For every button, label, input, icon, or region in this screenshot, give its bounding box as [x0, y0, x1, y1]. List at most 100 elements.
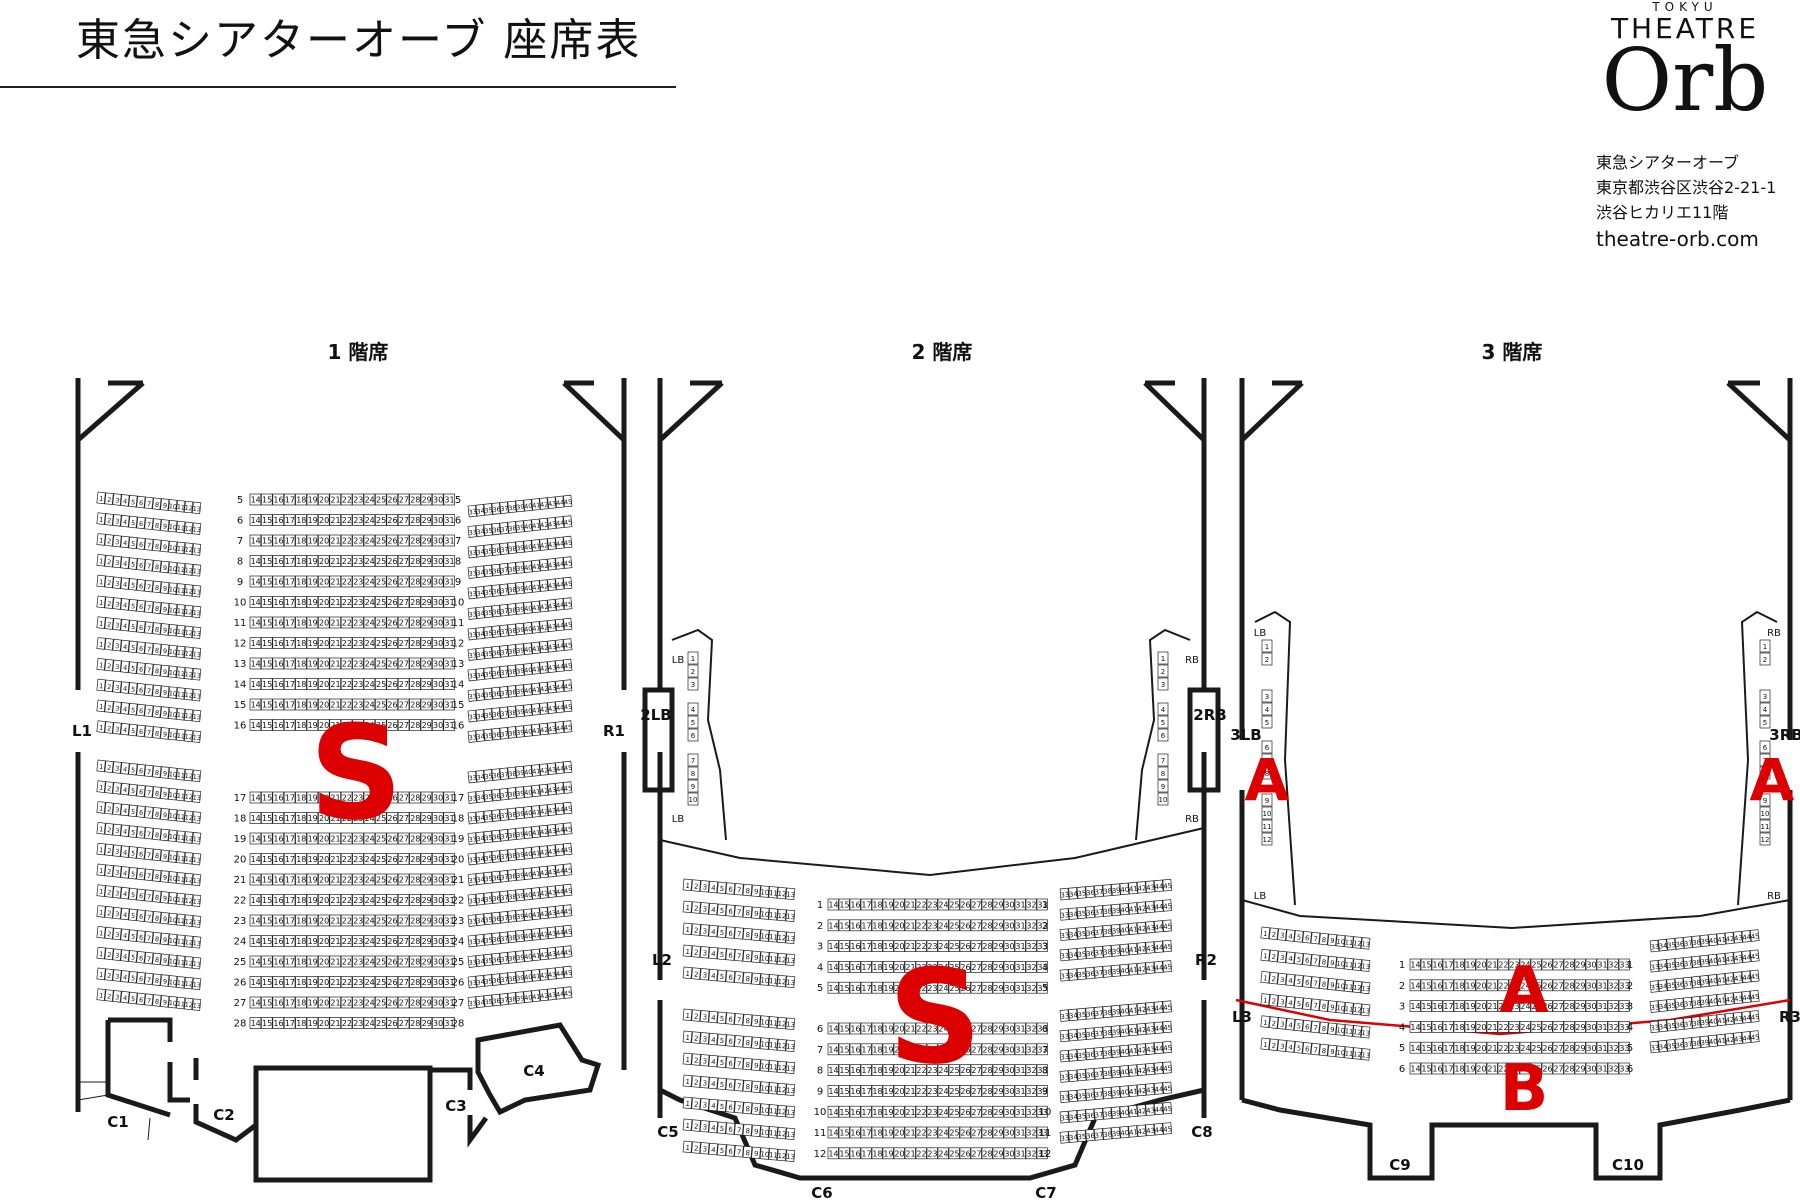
- seat[interactable]: [306, 514, 319, 526]
- seat[interactable]: [507, 541, 517, 555]
- seat[interactable]: [272, 493, 284, 506]
- seat[interactable]: [112, 576, 122, 589]
- seat[interactable]: [306, 575, 319, 588]
- seat[interactable]: [547, 537, 557, 550]
- seat[interactable]: [491, 502, 501, 515]
- seat[interactable]: [168, 561, 178, 575]
- seat[interactable]: [386, 514, 398, 526]
- seat[interactable]: [128, 536, 138, 550]
- seat[interactable]: [443, 575, 455, 588]
- seat[interactable]: [295, 514, 307, 526]
- seat[interactable]: [397, 575, 410, 588]
- seat[interactable]: [272, 575, 284, 588]
- seat[interactable]: [531, 498, 541, 511]
- seat[interactable]: [144, 496, 154, 510]
- seat[interactable]: [352, 596, 364, 608]
- seat[interactable]: [420, 534, 433, 547]
- seat[interactable]: [329, 596, 341, 608]
- seat[interactable]: [443, 534, 455, 547]
- venue-website[interactable]: theatre-orb.com: [1596, 227, 1759, 251]
- seat[interactable]: [386, 596, 398, 608]
- seat[interactable]: [104, 617, 114, 630]
- seat[interactable]: [168, 499, 178, 512]
- seat[interactable]: [515, 499, 525, 513]
- seat[interactable]: [523, 539, 533, 553]
- seat[interactable]: [443, 555, 455, 567]
- seat[interactable]: [515, 561, 525, 574]
- seat[interactable]: [176, 520, 186, 534]
- seat[interactable]: [176, 541, 186, 555]
- seat[interactable]: [547, 598, 557, 612]
- seat[interactable]: [283, 493, 296, 506]
- seat[interactable]: [176, 562, 186, 575]
- seat[interactable]: [136, 578, 146, 592]
- seat[interactable]: [329, 493, 341, 506]
- seat[interactable]: [375, 596, 387, 608]
- seat[interactable]: [547, 516, 557, 530]
- seat[interactable]: [409, 493, 421, 506]
- seat[interactable]: [409, 575, 421, 588]
- seat[interactable]: [515, 581, 525, 595]
- seat[interactable]: [306, 555, 319, 567]
- seat[interactable]: [563, 535, 573, 549]
- seat[interactable]: [363, 534, 376, 547]
- seat[interactable]: [295, 534, 307, 547]
- seat[interactable]: [136, 620, 146, 634]
- seat[interactable]: [491, 604, 501, 618]
- seat[interactable]: [183, 604, 194, 618]
- seat[interactable]: [152, 559, 162, 573]
- seat[interactable]: [483, 564, 493, 578]
- seat[interactable]: [499, 583, 509, 596]
- seat[interactable]: [318, 514, 330, 526]
- seat[interactable]: [96, 533, 106, 546]
- seat[interactable]: [499, 501, 509, 514]
- seat[interactable]: [96, 491, 106, 505]
- seat[interactable]: [152, 539, 162, 552]
- seat[interactable]: [104, 534, 114, 547]
- seat[interactable]: [539, 579, 549, 592]
- seat[interactable]: [475, 524, 485, 537]
- seat[interactable]: [475, 606, 485, 619]
- seat[interactable]: [539, 538, 549, 551]
- seat[interactable]: [420, 575, 433, 588]
- seat[interactable]: [499, 603, 509, 617]
- seat[interactable]: [340, 555, 353, 567]
- seat[interactable]: [104, 492, 114, 505]
- seat[interactable]: [523, 519, 533, 532]
- seat[interactable]: [475, 586, 485, 599]
- seat[interactable]: [128, 598, 138, 612]
- seat[interactable]: [483, 585, 493, 598]
- seat[interactable]: [112, 555, 122, 569]
- seat[interactable]: [128, 578, 138, 591]
- seat[interactable]: [363, 493, 376, 506]
- seat[interactable]: [397, 514, 410, 526]
- seat[interactable]: [318, 555, 330, 567]
- seat[interactable]: [507, 562, 517, 575]
- seat[interactable]: [375, 534, 387, 547]
- seat[interactable]: [475, 565, 485, 578]
- seat[interactable]: [112, 618, 122, 631]
- seat[interactable]: [283, 575, 296, 588]
- seat[interactable]: [283, 596, 296, 608]
- seat[interactable]: [120, 556, 130, 570]
- seat[interactable]: [120, 618, 130, 632]
- seat[interactable]: [144, 538, 154, 551]
- seat[interactable]: [96, 574, 106, 588]
- seat[interactable]: [120, 598, 130, 611]
- seat[interactable]: [555, 598, 565, 611]
- seat[interactable]: [144, 559, 154, 572]
- seat[interactable]: [261, 596, 273, 608]
- seat[interactable]: [191, 564, 202, 577]
- seat[interactable]: [363, 575, 376, 588]
- seat[interactable]: [160, 602, 170, 615]
- seat[interactable]: [249, 493, 262, 506]
- seat[interactable]: [363, 596, 376, 608]
- seat[interactable]: [144, 517, 154, 530]
- seat[interactable]: [120, 514, 130, 528]
- seat[interactable]: [120, 494, 130, 507]
- seat[interactable]: [191, 543, 202, 556]
- seat[interactable]: [160, 623, 170, 636]
- seat[interactable]: [515, 602, 525, 615]
- seat[interactable]: [531, 580, 541, 593]
- seat[interactable]: [183, 521, 194, 535]
